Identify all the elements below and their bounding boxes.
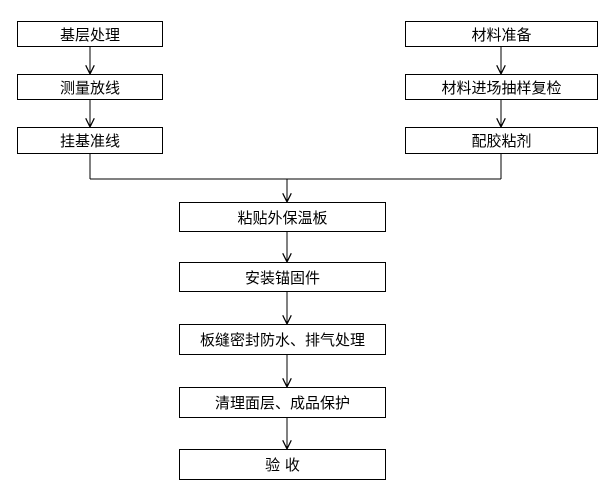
step-base-treatment: 基层处理 bbox=[17, 21, 163, 47]
step-label: 验 收 bbox=[265, 456, 300, 474]
step-label: 配胶粘剂 bbox=[471, 132, 532, 150]
step-label: 材料准备 bbox=[471, 25, 532, 44]
step-label: 粘贴外保温板 bbox=[237, 208, 328, 227]
step-label: 清理面层、成品保护 bbox=[214, 394, 350, 412]
step-survey-layout: 测量放线 bbox=[17, 74, 163, 100]
step-seal-joints-venting: 板缝密封防水、排气处理 bbox=[179, 324, 386, 355]
step-clean-surface-protection: 清理面层、成品保护 bbox=[179, 387, 386, 418]
step-label: 材料进场抽样复检 bbox=[441, 78, 562, 97]
step-label: 挂基准线 bbox=[59, 132, 120, 150]
step-material-sampling-inspection: 材料进场抽样复检 bbox=[405, 74, 598, 100]
step-label: 板缝密封防水、排气处理 bbox=[199, 331, 365, 349]
step-label: 安装锚固件 bbox=[244, 268, 320, 287]
step-install-anchors: 安装锚固件 bbox=[179, 262, 386, 292]
step-mix-adhesive: 配胶粘剂 bbox=[405, 127, 598, 154]
step-bond-insulation-board: 粘贴外保温板 bbox=[179, 202, 386, 232]
step-label: 基层处理 bbox=[59, 25, 120, 44]
step-material-preparation: 材料准备 bbox=[405, 21, 598, 47]
step-acceptance: 验 收 bbox=[179, 449, 386, 480]
step-reference-line: 挂基准线 bbox=[17, 127, 163, 154]
step-label: 测量放线 bbox=[59, 78, 120, 97]
